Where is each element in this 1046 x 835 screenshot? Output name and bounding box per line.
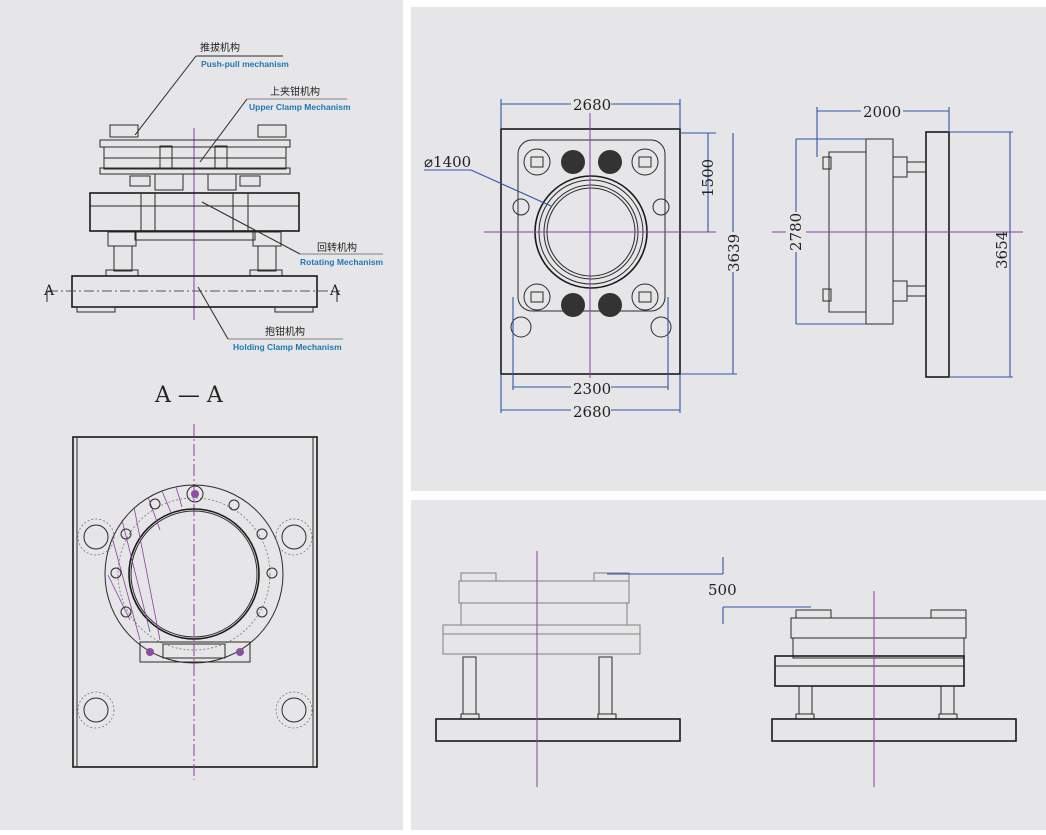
svg-text:500: 500 <box>708 581 737 599</box>
raised-position-view <box>435 572 681 742</box>
dimension-panel: 2680 ⌀1400 1500 3639 2300 2680 <box>411 7 1046 491</box>
callout-push-pull-cn: 推拔机构 <box>200 41 240 54</box>
svg-text:2300: 2300 <box>573 380 611 398</box>
svg-text:2680: 2680 <box>573 96 611 114</box>
dim-height-total-side: 3654 <box>949 131 1013 378</box>
front-view-drawing: A A 推拔机构 Push-pull mechanism 上夹钳机构 Upper… <box>43 41 384 780</box>
svg-text:⌀1400: ⌀1400 <box>424 153 471 171</box>
front-view-panel: A A 推拔机构 Push-pull mechanism 上夹钳机构 Upper… <box>0 0 403 830</box>
section-marker-left: A <box>43 283 55 299</box>
callout-rotating-en: Rotating Mechanism <box>300 257 384 267</box>
left-pivot-pin <box>146 648 154 656</box>
dim-depth: 2000 <box>816 102 950 157</box>
dimension-drawing: 2680 ⌀1400 1500 3639 2300 2680 <box>424 95 1023 421</box>
dim-height-half: 1500 <box>680 132 717 232</box>
callout-rotating-cn: 回转机构 <box>317 241 357 254</box>
dim-height-total: 3639 <box>680 133 743 375</box>
lift-stroke-drawing: 500 <box>435 551 1017 787</box>
svg-text:1500: 1500 <box>699 159 717 197</box>
section-marker-right: A <box>329 283 341 299</box>
dim-width-bottom: 2680 <box>500 374 681 421</box>
dim-inner-width: 2300 <box>512 297 669 398</box>
top-pivot-pin <box>191 490 199 498</box>
callout-push-pull-en: Push-pull mechanism <box>201 59 289 69</box>
ring-hatch <box>107 486 183 641</box>
svg-text:2780: 2780 <box>787 213 805 251</box>
svg-text:3654: 3654 <box>993 231 1011 269</box>
dim-width-top: 2680 <box>500 95 681 129</box>
push-pull-mechanism-assembly <box>99 124 291 191</box>
section-title: A — A <box>154 383 224 408</box>
callout-holding-clamp-cn: 抱钳机构 <box>265 325 305 338</box>
svg-text:2680: 2680 <box>573 403 611 421</box>
section-a-a-view <box>72 424 318 780</box>
callout-holding-clamp-en: Holding Clamp Mechanism <box>233 342 342 352</box>
callout-upper-clamp-en: Upper Clamp Mechanism <box>249 102 351 112</box>
lift-stroke-panel: 500 <box>411 500 1046 830</box>
dim-stroke: 500 <box>607 557 811 624</box>
rotating-mechanism-assembly <box>89 192 300 277</box>
lowered-position-view <box>771 609 1017 742</box>
svg-text:3639: 3639 <box>725 234 743 272</box>
callout-upper-clamp-cn: 上夹钳机构 <box>270 85 320 98</box>
side-view <box>822 131 950 378</box>
dim-height-inner: 2780 <box>786 138 866 325</box>
svg-text:2000: 2000 <box>863 103 901 121</box>
right-pivot-pin <box>236 648 244 656</box>
dim-diameter: ⌀1400 <box>424 153 552 207</box>
